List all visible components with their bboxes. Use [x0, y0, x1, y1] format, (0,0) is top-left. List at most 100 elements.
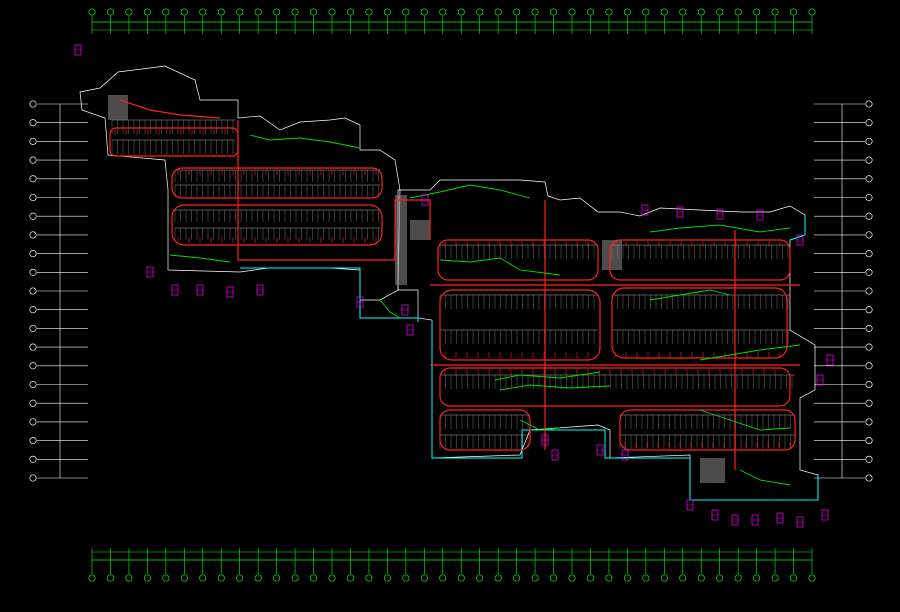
axis-bubble [29, 212, 37, 220]
axis-bubble [254, 574, 262, 582]
axis-bubble [180, 8, 188, 16]
site-boundary [240, 215, 819, 501]
axis-bubble [29, 287, 37, 295]
green-pipe-11 [739, 469, 791, 486]
axis-bubble [439, 574, 447, 582]
axis-bubble [439, 8, 447, 16]
green-pipe-6 [699, 409, 791, 431]
axis-bubble [623, 574, 631, 582]
bottom-axis-grid [88, 548, 816, 582]
axis-bubble [199, 574, 207, 582]
axis-bubble [180, 574, 188, 582]
axis-bubble [29, 175, 37, 183]
axis-bubble [865, 268, 873, 276]
parking-stalls [111, 119, 795, 449]
dimension-tags [74, 44, 834, 528]
stair-core-hatch-4 [602, 240, 622, 270]
axis-bubble [494, 574, 502, 582]
axis-bubble [753, 8, 761, 16]
axis-bubble [568, 8, 576, 16]
axis-bubble [771, 574, 779, 582]
fire-loop-east-3 [439, 289, 601, 361]
axis-bubble [476, 574, 484, 582]
axis-bubble [753, 574, 761, 582]
axis-bubble [143, 8, 151, 16]
axis-bubble [865, 418, 873, 426]
axis-bubble [865, 324, 873, 332]
axis-bubble [865, 137, 873, 145]
axis-bubble [383, 8, 391, 16]
axis-bubble [568, 574, 576, 582]
green-pipe-network [169, 134, 801, 486]
axis-bubble [865, 380, 873, 389]
green-pipe-4 [499, 384, 611, 391]
south-boundary-line [431, 322, 819, 501]
axis-bubble [605, 574, 613, 582]
axis-bubble [865, 100, 873, 108]
stair-core-hatch-2 [700, 458, 725, 483]
axis-bubble [254, 8, 262, 16]
axis-bubble [494, 8, 502, 16]
axis-bubble [476, 8, 484, 16]
green-pipe-8 [649, 224, 791, 233]
fire-loop-east-2 [609, 239, 791, 281]
axis-bubble [865, 437, 873, 445]
axis-bubble [328, 8, 336, 16]
axis-bubble [865, 175, 873, 183]
axis-bubble [88, 8, 96, 16]
fire-loop-west-mid [171, 167, 383, 199]
axis-bubble [309, 8, 318, 16]
axis-bubble [29, 437, 37, 445]
axis-bubble [457, 8, 465, 16]
axis-bubble [143, 574, 151, 582]
green-pipe-9 [249, 134, 361, 149]
axis-bubble [29, 119, 37, 127]
axis-bubble [865, 474, 873, 482]
axis-bubble [236, 8, 244, 16]
stair-core-hatch-1 [108, 95, 128, 120]
green-pipe-2 [439, 257, 561, 276]
axis-bubble [29, 399, 37, 407]
axis-bubble [697, 8, 705, 16]
axis-bubble [29, 268, 37, 276]
west-wing-outline [79, 65, 401, 301]
axis-bubble [865, 250, 873, 258]
west-boundary-line [240, 267, 419, 322]
axis-bubble [29, 156, 37, 164]
axis-bubble [623, 8, 631, 16]
axis-bubble [716, 574, 724, 582]
top-axis-grid [88, 8, 816, 34]
fire-main-riser-line [237, 120, 431, 261]
axis-bubble [549, 574, 558, 582]
axis-bubble [586, 8, 595, 16]
fire-pipe-network [109, 99, 800, 470]
axis-bubble [125, 8, 133, 16]
green-pipe-7 [699, 344, 801, 361]
green-pipe-10 [519, 419, 561, 431]
axis-bubble [865, 119, 873, 127]
axis-bubble [402, 574, 410, 582]
axis-bubble [328, 574, 336, 582]
axis-bubble [162, 8, 170, 16]
east-boundary-line [789, 215, 806, 241]
green-pipe-3 [494, 371, 601, 381]
axis-bubble [125, 574, 133, 582]
axis-bubble [734, 8, 742, 16]
axis-bubble [402, 8, 410, 16]
axis-bubble [29, 343, 37, 351]
axis-bubble [865, 362, 873, 370]
axis-bubble [236, 574, 244, 582]
axis-bubble [29, 137, 37, 145]
axis-bubble [29, 362, 37, 370]
axis-bubble [106, 574, 115, 582]
axis-bubble [29, 455, 37, 463]
axis-bubble [771, 8, 779, 16]
axis-bubble [217, 574, 225, 582]
axis-bubble [199, 8, 207, 16]
axis-bubble [531, 574, 539, 582]
core-hatches [108, 95, 725, 483]
axis-bubble [513, 574, 521, 582]
axis-bubble [734, 574, 742, 582]
fire-loop-west-lower [171, 204, 383, 246]
